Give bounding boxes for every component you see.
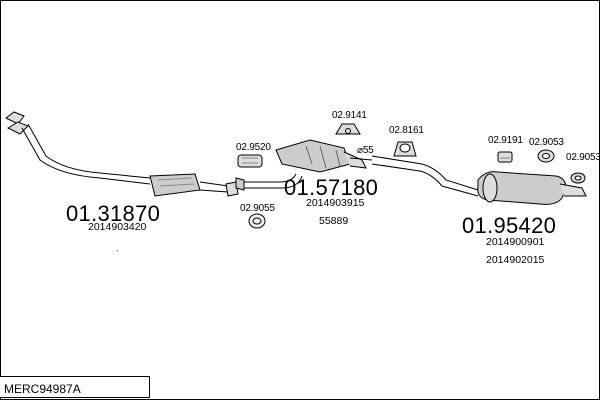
part-number-middle-muffler: 01.57180 xyxy=(284,175,379,200)
rear-muffler-drawing[interactable] xyxy=(477,171,587,205)
accessory-label-02-9055: 02.9055 xyxy=(240,203,275,214)
hanger-02-9141-drawing[interactable] xyxy=(335,123,361,135)
pipe-diameter-label: ⌀55 xyxy=(357,145,374,156)
hanger-02-9053-a-drawing[interactable] xyxy=(537,149,555,163)
accessory-label-02-9053-b: 02.9053 xyxy=(566,152,600,163)
tail-pipe-drawing[interactable] xyxy=(371,155,479,197)
oem-number-rear-muffler-1: 2014900901 xyxy=(486,236,545,248)
middle-muffler-drawing[interactable] xyxy=(275,139,373,173)
hanger-02-9053-b-drawing[interactable] xyxy=(570,172,586,184)
clamp-02-8161-drawing[interactable] xyxy=(393,141,417,157)
oem-number-front-pipe: 2014903420 xyxy=(88,221,147,233)
accessory-label-02-9520: 02.9520 xyxy=(236,142,271,153)
accessory-label-02-9053-a: 02.9053 xyxy=(529,137,564,148)
oem-number-middle-muffler-2: 55889 xyxy=(319,215,349,227)
accessory-label-02-9141: 02.9141 xyxy=(332,110,367,121)
oem-number-middle-muffler-1: 2014903915 xyxy=(306,197,365,209)
model-code-box: MERC94987A xyxy=(0,376,150,398)
clamp-02-9520-drawing[interactable] xyxy=(235,154,303,191)
front-pipe-drawing[interactable]: · xyxy=(5,111,239,255)
part-number-front-pipe: 01.31870 xyxy=(66,201,161,226)
oem-number-rear-muffler-2: 2014902015 xyxy=(486,254,545,266)
hanger-02-9191-drawing[interactable] xyxy=(497,151,513,163)
clamp-02-9055-drawing[interactable] xyxy=(248,213,266,229)
part-number-rear-muffler: 01.95420 xyxy=(462,213,557,238)
model-code: MERC94987A xyxy=(4,382,81,396)
accessory-label-02-9191: 02.9191 xyxy=(488,135,523,146)
svg-text:·: · xyxy=(116,246,119,255)
accessory-label-02-8161: 02.8161 xyxy=(389,125,424,136)
